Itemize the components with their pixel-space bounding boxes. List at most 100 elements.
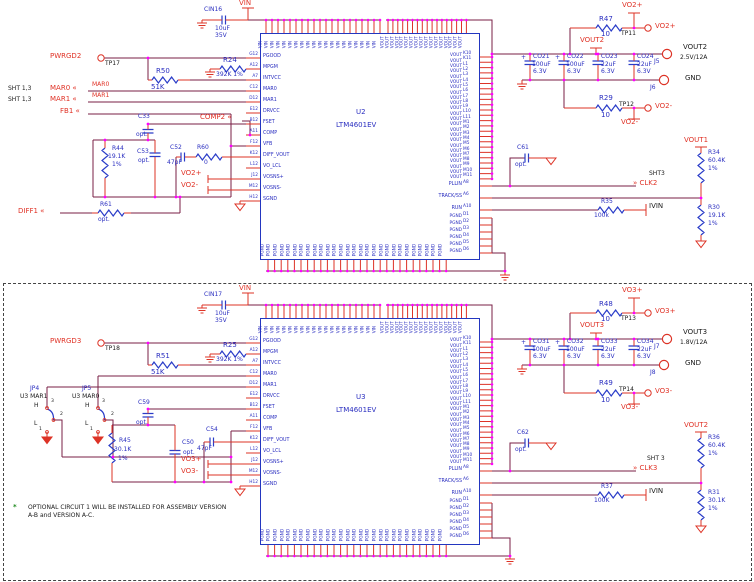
U2-pinname-vout-L10: VOUT [449,111,462,117]
U3-toppin-VIN-9: VIN [312,325,318,334]
co21-ref: CO21 [533,53,550,60]
r49-ref: R49 [599,379,613,387]
U2-pin-vout-M9: M9 [463,162,470,168]
U2-pin-vout-M10: M10 [463,167,473,173]
vo2n-sense: VO2- [181,181,199,189]
U2-pin-vout-M2: M2 [463,125,470,131]
U2-pinname-SGND: SGND [263,197,278,202]
U2-toppin-VIN-17: VIN [360,40,366,49]
j8-ref: J8 [650,369,656,376]
jp5-ref: JP5 [82,385,92,392]
ivin-label-3: IVIN [649,487,664,495]
U2-pin-vout-L7: L7 [463,93,469,99]
r35-ref: R35 [601,198,613,205]
U3-pin-vout-M2: M2 [463,410,470,416]
U2-pin-DIFF_VOUT: K12 [249,150,258,156]
U2-pinname-VOSNS-: VOSNS- [263,186,282,191]
r35-val: 100k [594,212,609,219]
U3-pinname-SGND: SGND [263,482,278,487]
U2-pinname-vout-L6: VOUT [449,90,462,96]
U2-pin-vout-L6: L6 [463,88,469,94]
U2-pin-TRACK/SS: A6 [463,191,469,197]
r50-ref: R50 [156,67,170,75]
jp5-p1: 1 [90,427,93,432]
tp12-label: TP12 [619,101,634,108]
U3-toppin-VIN-14: VIN [342,325,348,334]
U3-pin-vout-L7: L7 [463,378,469,384]
U2-pinname-vout-M4: VOUT [449,138,462,144]
U3-botpin-PGND-7: PGND [306,528,312,541]
U2-pinname-COMP: COMP [263,131,278,136]
U3-pinname-pgnd-D4: PGND [449,520,462,526]
U2-botpin-PGND-22: PGND [405,243,411,256]
co32-plus: + [555,339,561,346]
vo2p-sense: VO2+ [181,169,202,177]
U2-pin-vout-M3: M3 [463,130,470,136]
U3-pin-pgnd-D4: D4 [463,518,470,524]
vout3-out: VOUT3 [683,328,708,336]
U2-pin-vout-L3: L3 [463,72,469,78]
U3-pin-PGOOD: G12 [249,336,258,342]
cin16-ref: CIN16 [204,6,223,13]
co34-val: 22uF [637,346,652,353]
U3-pinname-DIFF_VOUT: DIFF_VOUT [263,438,290,443]
tp13-label: TP13 [621,315,636,322]
U3-botpin-PGND-14: PGND [352,528,358,541]
gnd-out-2: GND [685,74,702,82]
U3-botpin-PGND-15: PGND [359,528,365,541]
U2-pin-vout-M1: M1 [463,120,470,125]
diff1-offsheet: DIFF1 « [18,207,45,215]
U3-botpin-PGND-18: PGND [379,528,385,541]
co31-volt: 6.3V [533,353,547,360]
U2-pin-pgnd-D1: D1 [463,212,470,218]
r44-tol: 1% [112,161,122,168]
U2-pin-COMP: A11 [249,128,258,134]
U3-pinname-VOSNS+: VOSNS+ [263,460,284,465]
U3-pin-PLLIN: A8 [463,464,469,470]
U2-pin-vout-L1: L1 [463,61,469,67]
mar1-offsheet: MAR1 « [50,95,77,103]
vo3p-tp: VO3+ [655,307,676,315]
U3-pinname-VFB: VFB [263,427,273,432]
co32-ref: CO32 [567,338,584,345]
U2-toppin-VIN-6: VIN [294,40,300,49]
U3-toppin-VIN-19: VIN [372,325,378,334]
U3-toppin-VOUT-16: VOUT [458,321,464,334]
cin17-volt: 35V [215,317,227,324]
U2-toppin-VIN-5: VIN [288,40,294,49]
U2-pinname-VO_LCL: VO_LCL [263,164,282,169]
U3-pinname-PLLIN: PLLIN [448,467,462,472]
r45-val: 30.1K [114,446,132,453]
vin-flag-2: VIN [239,0,252,7]
sht3-clk3: SHT 3 [647,455,665,462]
vo3n-sense: VO3- [181,467,199,475]
c50-ref: C50 [182,439,194,446]
U3-pin-vout-M8: M8 [463,442,470,448]
U3-pin-VOSNS-: M12 [248,468,258,474]
r45-ref: R45 [119,437,131,444]
U3-botpin-PGND-23: PGND [412,528,418,541]
co31-val: 100uF [532,346,551,353]
tp14-label: TP14 [619,386,634,393]
U3-pinname-TRACK/SS: TRACK/SS [438,479,462,484]
co22-ref: CO22 [567,53,584,60]
U3-pin-vout-L1: L1 [463,346,469,352]
U3-pinname-vout-L6: VOUT [449,375,462,381]
U2-botpin-PGND-5: PGND [293,243,299,256]
U2-pin-SGND: H12 [249,194,258,200]
r47-ref: R47 [599,15,613,23]
r34-tol: 1% [708,165,718,172]
U3-toppin-VIN-0: VIN [258,325,264,334]
U2-botpin-PGND-24: PGND [418,243,424,256]
U2-pinname-vout-M3: VOUT [449,132,462,138]
U2-pinname-vout-M6: VOUT [449,148,462,154]
c62-val: opt. [515,446,527,453]
U2-pin-vout-M4: M4 [463,135,470,141]
U2-botpin-PGND-25: PGND [425,243,431,256]
U3-pin-VO_LCL: L12 [250,446,258,452]
U3-toppin-VIN-18: VIN [366,325,372,334]
U2-pinname-TRACK/SS: TRACK/SS [438,194,462,199]
U2-pinname-RUN: RUN [451,206,462,211]
r60-val: 0 [204,159,208,166]
jp4-p2: 2 [60,412,63,417]
